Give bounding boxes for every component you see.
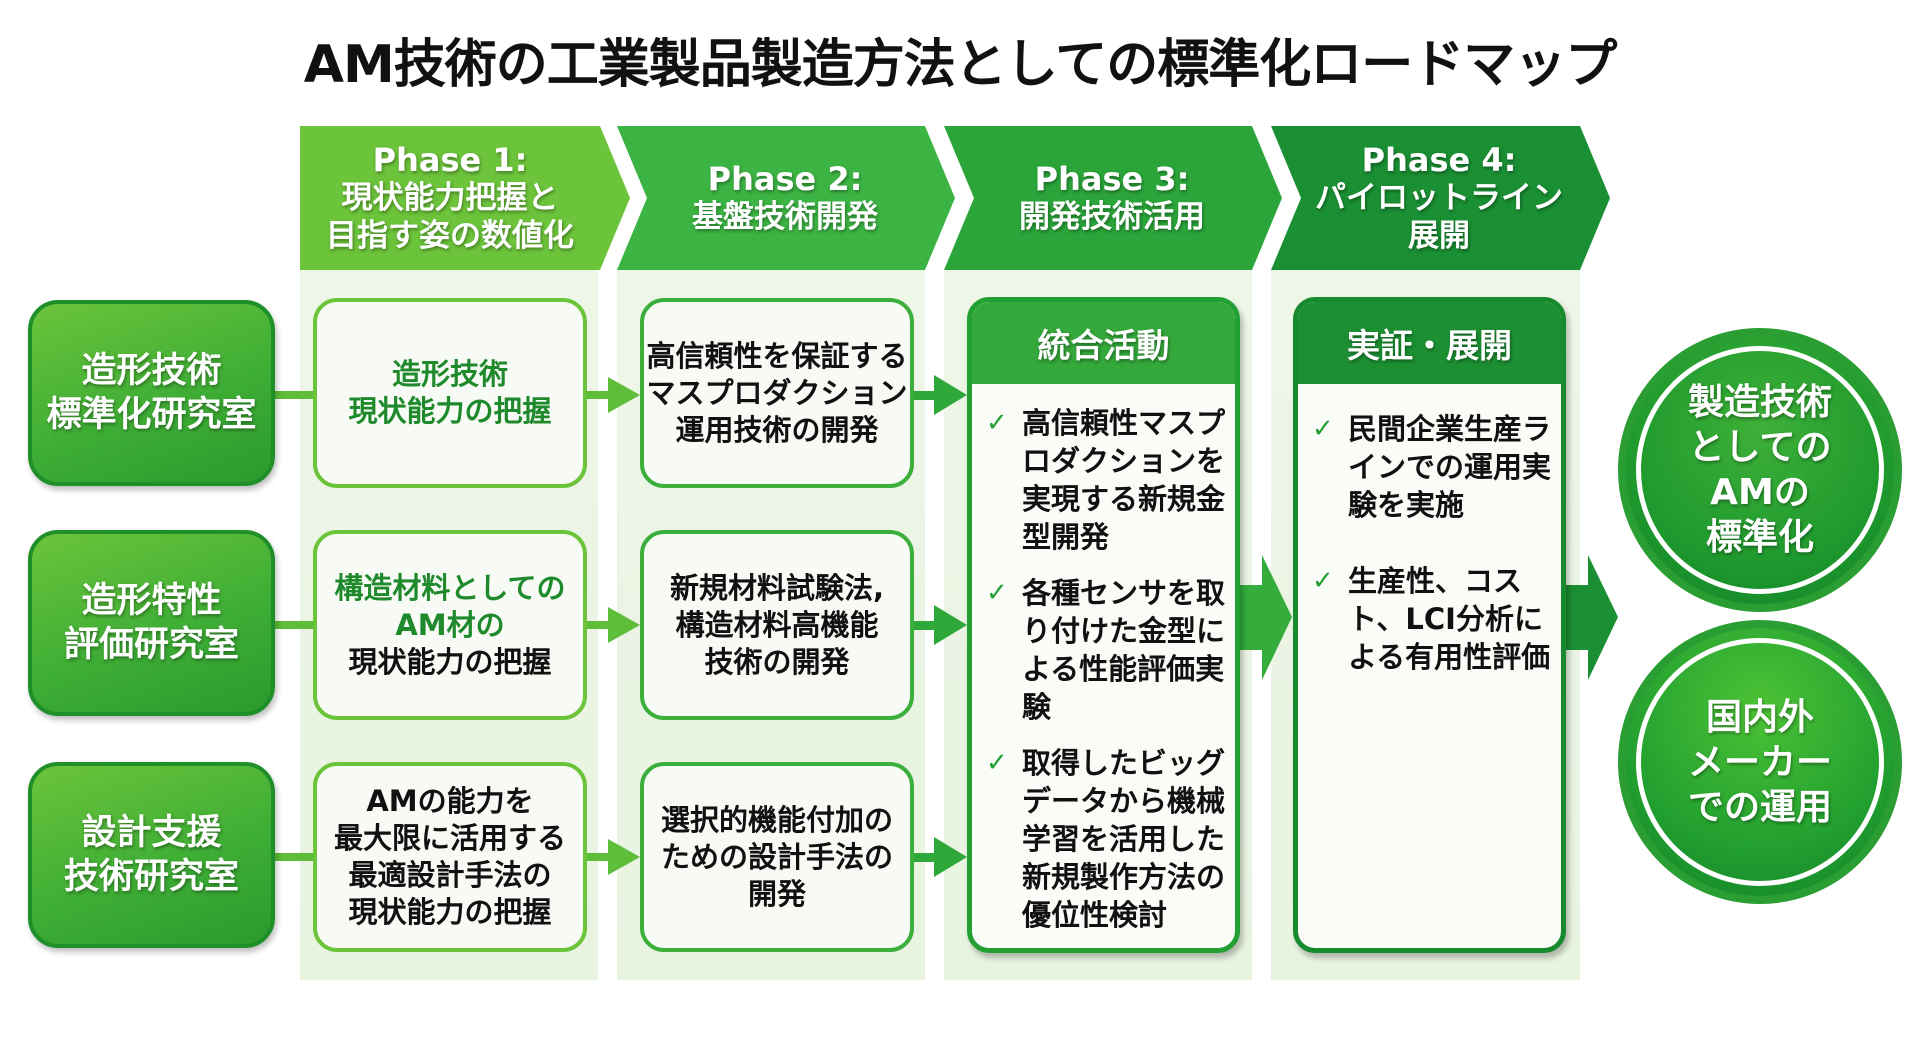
card-line: 新規材料試験法,	[669, 570, 885, 605]
arrow-head	[608, 839, 640, 875]
page-title: AM技術の工業製品製造方法としての標準化ロードマップ	[303, 35, 1617, 95]
goal-circle-manufacturer-operation: 国内外 メーカー での運用	[1618, 620, 1902, 904]
lab-label-line: 技術研究室	[63, 857, 239, 897]
card-line-green: 構造材料としての	[334, 570, 566, 605]
card-line-green: AM材の	[395, 607, 505, 642]
phase3-list-item: ✓ 各種センサを取り付けた金型による性能評価実験	[986, 574, 1225, 726]
arrow-head	[934, 375, 967, 415]
phase3-list-item: ✓ 取得したビッグデータから機械学習を活用した新規製作方法の優位性検討	[986, 744, 1225, 934]
lab-label-line: 評価研究室	[63, 625, 239, 665]
arrow-shaft	[913, 853, 939, 862]
card-line: 技術の開発	[704, 644, 850, 679]
phase1-chevron	[300, 126, 630, 270]
goal-line: メーカー	[1687, 741, 1832, 783]
phase1-subtitle-line: 目指す姿の数値化	[326, 218, 574, 254]
lab-box-shaping-characteristics-evaluation: 造形特性評価研究室	[28, 530, 275, 716]
big-arrow-phase4-to-goals	[1565, 555, 1618, 680]
lab-label-line: 標準化研究室	[46, 395, 257, 435]
phase3-integration-box: 統合活動 ✓ 高信頼性マスプロダクションを実現する新規金型開発 ✓ 各種センサを取り…	[967, 297, 1240, 953]
phase2-subtitle-line: 基盤技術開発	[692, 199, 878, 235]
check-icon: ✓	[986, 748, 1008, 778]
goal-line: AMの	[1710, 472, 1810, 513]
card-line: 現状能力の把握	[348, 644, 552, 679]
item-text: 高信頼性マスプロダクションを実現する新規金型開発	[1022, 406, 1226, 554]
phase3-subtitle-line: 開発技術活用	[1019, 199, 1205, 235]
phase3-title: Phase 3:	[1034, 160, 1190, 198]
check-icon: ✓	[986, 578, 1008, 608]
lab-label-line: 造形特性	[81, 581, 222, 621]
card-line: 構造材料高機能	[675, 607, 879, 642]
card-line: 開発	[747, 876, 806, 911]
phase4-subtitle-line: パイロットライン	[1315, 180, 1563, 216]
phase2-card: 高信頼性を保証する マスプロダクション 運用技術の開発	[640, 298, 914, 488]
connector-line	[275, 391, 315, 399]
phase2-title: Phase 2:	[707, 160, 863, 198]
check-icon: ✓	[1312, 414, 1334, 444]
item-text: 生産性、コスト、LCI分析による有用性評価	[1348, 564, 1551, 674]
card-line: マスプロダクション	[646, 375, 908, 410]
card-line-green: 現状能力の把握	[348, 394, 552, 428]
card-line: 選択的機能付加の	[660, 802, 893, 837]
arrow-shaft	[587, 621, 613, 629]
arrow-head	[934, 837, 967, 877]
lab-label-line: 造形技術	[81, 351, 222, 391]
check-icon: ✓	[1312, 566, 1334, 596]
phase1-card: 構造材料としての AM材の 現状能力の把握	[313, 530, 587, 720]
connector-line	[275, 853, 315, 861]
phase3-list-item: ✓ 高信頼性マスプロダクションを実現する新規金型開発	[986, 404, 1225, 556]
card-line-green: 造形技術	[391, 357, 508, 391]
arrow-shaft	[913, 621, 939, 630]
arrow-shaft	[587, 853, 613, 861]
phase4-header: Phase 4: パイロットライン 展開	[1294, 126, 1584, 270]
phase1-subtitle-line: 現状能力把握と	[341, 180, 559, 216]
goal-circle-standardization: 製造技術 としての AMの 標準化	[1618, 328, 1902, 612]
goal-line: 標準化	[1705, 517, 1814, 558]
big-arrow-phase3-to-phase4	[1240, 555, 1292, 680]
arrow-head	[934, 605, 967, 645]
card-line: 最大限に活用する	[333, 821, 566, 855]
phase4-title: Phase 4:	[1361, 141, 1517, 179]
phase2-chevron	[617, 126, 955, 270]
phase4-list-item: ✓ 民間企業生産ラインでの運用実験を実施	[1312, 410, 1551, 524]
phase1-title: Phase 1:	[372, 141, 528, 179]
lab-box-shaping-tech-standardization: 造形技術標準化研究室	[28, 300, 275, 486]
phase4-subtitle-line: 展開	[1408, 218, 1470, 254]
card-line: 高信頼性を保証する	[646, 338, 908, 373]
phase1-card: AMの能力を 最大限に活用する 最適設計手法の 現状能力の把握	[313, 762, 587, 952]
phase2-card: 選択的機能付加の ための設計手法の 開発	[640, 762, 914, 952]
phase3-chevron	[944, 126, 1282, 270]
phase-chevrons	[300, 126, 1610, 270]
arrow-shaft	[913, 391, 939, 400]
goal-line: としての	[1688, 427, 1832, 468]
arrow-head	[608, 377, 640, 413]
phase4-list-item: ✓ 生産性、コスト、LCI分析による有用性評価	[1312, 562, 1551, 676]
card-line: 運用技術の開発	[675, 412, 879, 447]
arrow-shaft	[587, 391, 613, 399]
lab-box-design-support: 設計支援技術研究室	[28, 762, 275, 948]
phase4-chevron	[1271, 126, 1610, 270]
connector-line	[275, 621, 315, 629]
item-text: 各種センサを取り付けた金型による性能評価実験	[1022, 576, 1226, 724]
phase2-card: 新規材料試験法, 構造材料高機能 技術の開発	[640, 530, 914, 720]
check-icon: ✓	[986, 408, 1008, 438]
card-line: ための設計手法の	[660, 839, 893, 874]
phase1-header: Phase 1: 現状能力把握と 目指す姿の数値化	[300, 126, 600, 270]
item-text: 民間企業生産ラインでの運用実験を実施	[1348, 412, 1552, 522]
phase1-card: 造形技術 現状能力の把握	[313, 298, 587, 488]
lab-label-line: 設計支援	[81, 813, 222, 853]
phase2-header: Phase 2: 基盤技術開発	[640, 126, 930, 270]
card-line: 最適設計手法の	[348, 858, 552, 892]
arrow-head	[608, 607, 640, 643]
card-line: AMの能力を	[366, 784, 534, 818]
phase4-demonstration-box: 実証・展開 ✓ 民間企業生産ラインでの運用実験を実施 ✓ 生産性、コスト、LCI分析…	[1293, 297, 1566, 953]
item-text: 取得したビッグデータから機械学習を活用した新規製作方法の優位性検討	[1022, 746, 1226, 932]
phase4-box-header: 実証・展開	[1298, 302, 1561, 384]
goal-line: 国内外	[1705, 696, 1814, 738]
goal-line: での運用	[1687, 786, 1832, 828]
phase3-box-header: 統合活動	[972, 302, 1235, 384]
card-line: 現状能力の把握	[348, 895, 552, 929]
phase3-header: Phase 3: 開発技術活用	[967, 126, 1257, 270]
goal-line: 製造技術	[1687, 382, 1832, 423]
